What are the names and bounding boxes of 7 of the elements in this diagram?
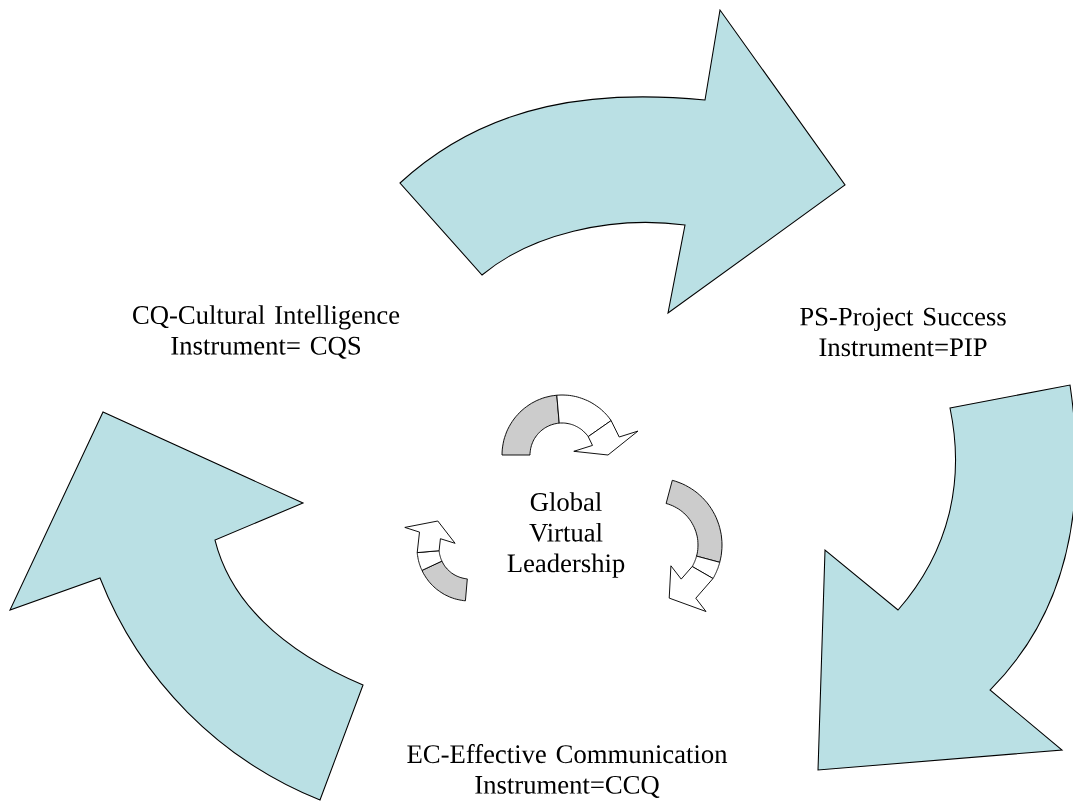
block-arrow	[9, 411, 364, 801]
text-label: EC-Effective Communication Instrument=CCQ	[407, 744, 728, 798]
block-arrow	[817, 384, 1073, 771]
block-arrow	[399, 9, 846, 314]
text-label: CQ-Cultural Intelligence Instrument= CQS	[133, 305, 400, 359]
text-label: PS-Project Success Instrument=PIP	[800, 307, 1006, 357]
center-label: Global Virtual Leadership	[507, 492, 625, 578]
